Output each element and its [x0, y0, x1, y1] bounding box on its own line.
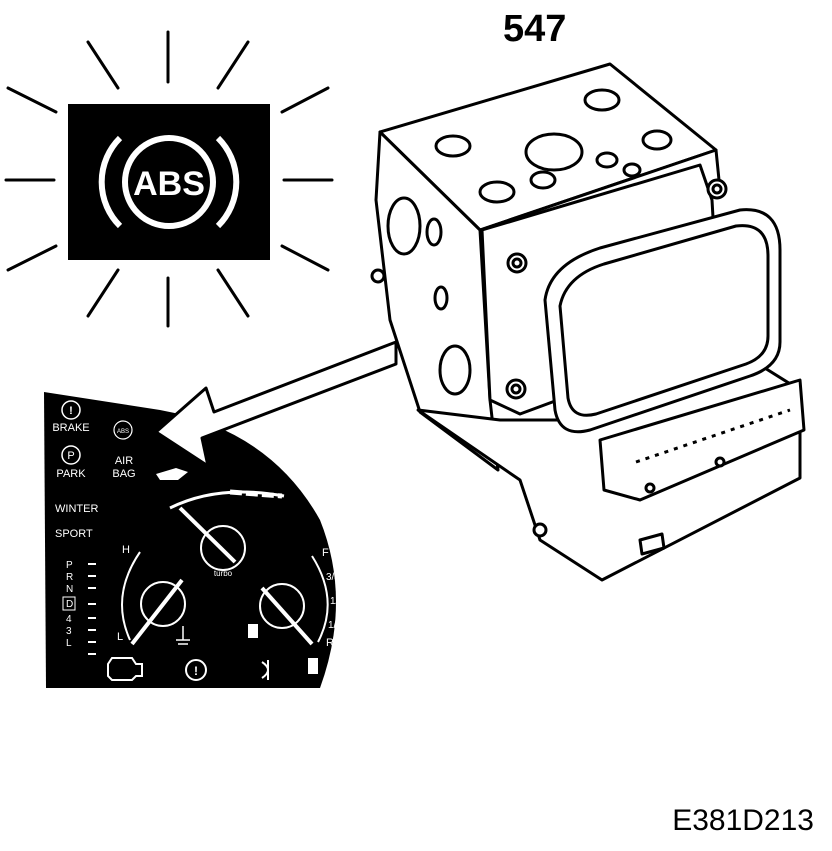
temp-needle [130, 578, 184, 646]
ray [280, 244, 330, 272]
ray [6, 244, 58, 272]
fuel-three-quarter-label: 3/4 [326, 572, 340, 583]
svg-text:AIR: AIR [115, 455, 133, 467]
brake-label: BRAKE [52, 422, 89, 434]
low-fuel-icon [308, 658, 318, 674]
instrument-cluster: ! BRAKE ABS P PARK AIR BAG WINTER SPORT … [44, 392, 344, 688]
sport-mode-label: SPORT [55, 528, 93, 540]
abs-warning-small: ABS [113, 420, 133, 440]
fuel-half-label: 1/2 [330, 596, 344, 607]
svg-text:P: P [67, 450, 74, 462]
fuel-reserve-label: R [326, 637, 334, 649]
park-brake-icon [61, 445, 81, 465]
abs-control-module [370, 62, 806, 582]
svg-text:!: ! [194, 664, 198, 678]
fuel-pump-icon [248, 624, 258, 638]
winter-mode-label: WINTER [55, 503, 98, 515]
turbo-gauge: turbo [169, 489, 285, 578]
park-brake-warning: P PARK [56, 445, 86, 480]
cluster-panel [44, 392, 336, 688]
connector-pins [635, 408, 791, 464]
gear-l: L [66, 638, 72, 649]
gear-p: P [66, 560, 73, 571]
fog-light-icon [261, 660, 269, 680]
abs-symbol-icon [98, 135, 240, 229]
gear-r: R [66, 572, 73, 583]
callout-arrow [154, 340, 398, 468]
fuel-needle [260, 586, 314, 646]
hydraulic-ports [434, 88, 673, 204]
gear-4: 4 [66, 614, 72, 625]
temperature-gauge: H L [117, 544, 190, 646]
park-label: PARK [56, 468, 86, 480]
abs-lamp-text: ABS [133, 165, 205, 203]
gear-selected-box [62, 596, 76, 611]
ray [86, 268, 120, 318]
temp-high-label: H [122, 544, 130, 556]
gear-n: N [66, 584, 73, 595]
fuel-quarter-label: 1/4 [328, 620, 342, 631]
brake-warning: ! BRAKE [52, 400, 90, 434]
svg-text:BAG: BAG [112, 468, 135, 480]
connector-screw [714, 456, 726, 468]
mounting-screws [505, 178, 728, 538]
brake-system-icon: ! [185, 659, 207, 681]
gear-3: 3 [66, 626, 72, 637]
ray [280, 86, 330, 114]
fuel-gauge: F 3/4 1/2 1/4 R [248, 547, 344, 649]
svg-text:ABS: ABS [117, 429, 129, 435]
temp-low-label: L [117, 631, 123, 643]
component-number-label: 547 [503, 8, 567, 50]
ray [216, 40, 250, 90]
oil-pressure-icon [156, 468, 188, 480]
svg-text:!: ! [69, 405, 73, 417]
coolant-temp-icon [176, 626, 190, 645]
figure-code-label: E381D213 [672, 804, 814, 837]
turbo-needle [178, 506, 237, 564]
brake-warning-icon [61, 400, 81, 420]
turbo-label: turbo [214, 569, 233, 578]
side-ports [370, 196, 472, 396]
airbag-warning: AIR BAG [112, 455, 135, 480]
light-rays [4, 30, 334, 328]
gear-indicator: P R N D 4 3 L [62, 560, 96, 655]
gear-d: D [66, 599, 73, 610]
ray [216, 268, 250, 318]
ecu-cover-inner [558, 224, 770, 417]
abs-warning-lamp: ABS [4, 30, 334, 328]
ray [86, 40, 120, 90]
mounting-tab [638, 532, 666, 556]
engine-check-icon [107, 657, 143, 681]
fuel-full-label: F [322, 547, 329, 559]
abs-small-icon [113, 420, 133, 440]
ray [6, 86, 58, 114]
connector-screw [644, 482, 656, 494]
